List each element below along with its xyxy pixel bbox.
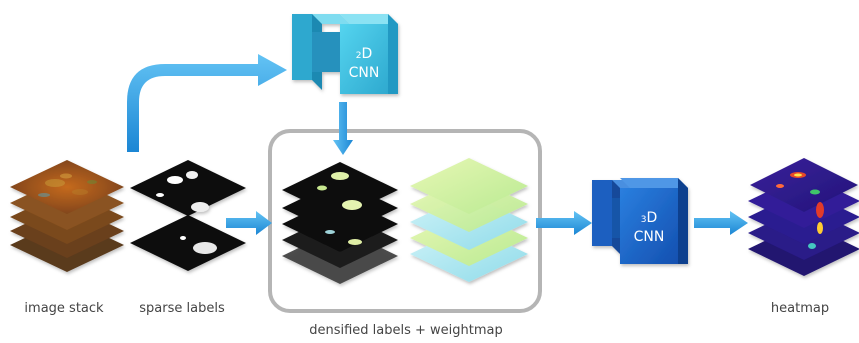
cnn-3d-label: CNN: [634, 229, 665, 245]
sparse-labels-label: sparse labels: [139, 301, 225, 316]
arrow-3d-cnn-to-heatmap: [694, 211, 748, 235]
arrow-sparse-to-densified: [226, 211, 272, 235]
cnn-2d-dim: 2D: [356, 46, 373, 62]
densified-labels-icon: [282, 162, 398, 284]
cnn-2d-label: CNN: [349, 65, 380, 81]
heatmap-icon: [748, 158, 859, 276]
sparse-labels-icon: [130, 160, 246, 271]
image-stack-label: image stack: [24, 301, 104, 316]
heatmap-label: heatmap: [771, 301, 829, 316]
cnn-3d-dim: 3D: [641, 210, 658, 226]
arrow-densified-to-3d-cnn: [536, 211, 592, 235]
densified-labels-label: densified labels + weightmap: [309, 323, 503, 338]
cnn-2d-block: 2D CNN: [292, 14, 398, 94]
arrow-down-from-2d-cnn: [333, 102, 353, 155]
weightmap-icon: [410, 158, 528, 282]
image-stack-icon: [10, 160, 124, 272]
arrow-to-2d-cnn: [127, 54, 287, 152]
cnn-3d-block: 3D CNN: [592, 178, 688, 264]
